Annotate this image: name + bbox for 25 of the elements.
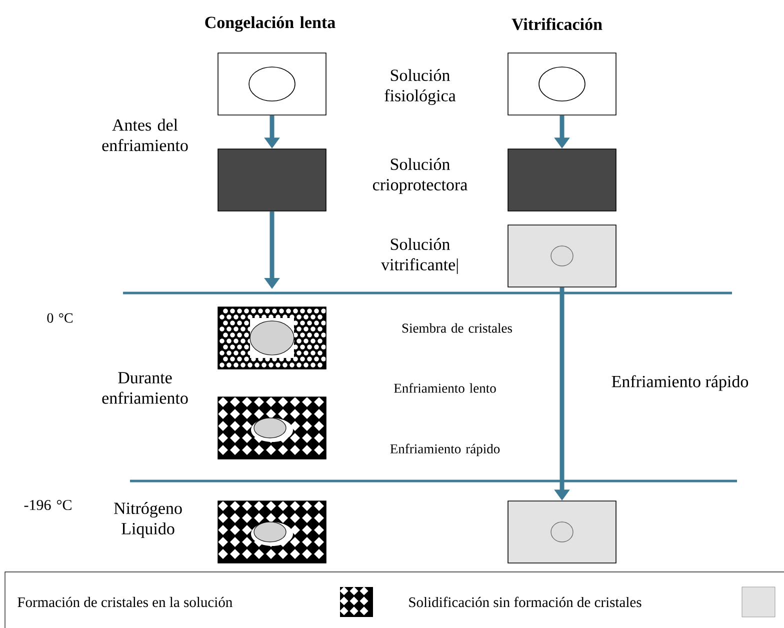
sample-box (218, 52, 326, 116)
sample-box (218, 148, 326, 212)
text-label: 0 °C (47, 313, 73, 323)
column-heading: Vitrificación (512, 18, 602, 30)
text-label: Enfriamiento lento (394, 383, 496, 393)
sample-box (508, 224, 616, 288)
column-heading: Congelación lenta (205, 16, 336, 32)
text-label: Solución crioprotectora (372, 158, 468, 194)
edge-label: Enfriamiento rápido (610, 374, 750, 392)
text-label: Solución fisiológica (384, 69, 456, 105)
sample-box (508, 500, 616, 564)
text-label: Enfriamiento rápido (390, 444, 500, 456)
legend-text: Formación de cristales en la solución (18, 596, 232, 608)
sample-box (508, 148, 616, 212)
sample-box (218, 306, 326, 370)
text-label: Solución vitrificante| (381, 238, 458, 274)
text-label: Nitrógeno Liquido (114, 502, 182, 538)
sample-box (508, 52, 616, 116)
text-label: Antes del enfriamiento (102, 118, 188, 152)
text-label: -196 °C (24, 500, 72, 510)
text-label: Siembra de cristales (402, 323, 512, 333)
text-label: Durante enfriamiento (102, 372, 188, 404)
sample-box (218, 396, 326, 460)
legend-text: Solidificación sin formación de cristales (409, 596, 642, 608)
sample-box (218, 500, 326, 564)
